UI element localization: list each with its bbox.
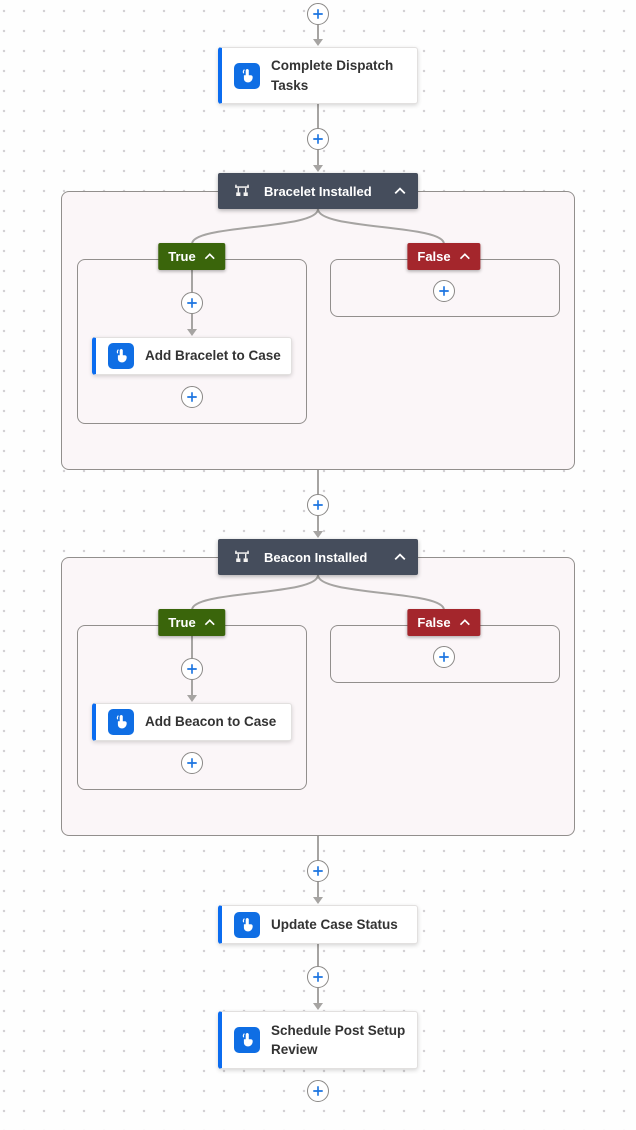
action-card-complete-dispatch-tasks[interactable]: Complete Dispatch Tasks: [218, 47, 418, 104]
action-title: Add Beacon to Case: [145, 714, 277, 730]
plus-icon: [187, 298, 197, 308]
tap-icon: [108, 343, 134, 369]
insert-step-button[interactable]: [181, 292, 203, 314]
chevron-up-icon[interactable]: [460, 619, 471, 626]
action-card-schedule-post-setup-review[interactable]: Schedule Post Setup Review: [218, 1011, 418, 1069]
plus-icon: [187, 664, 197, 674]
plus-icon: [313, 134, 323, 144]
insert-step-button[interactable]: [433, 280, 455, 302]
insert-step-button[interactable]: [181, 658, 203, 680]
plus-icon: [187, 758, 197, 768]
plus-icon: [313, 9, 323, 19]
insert-step-button[interactable]: [433, 646, 455, 668]
branch-label-true[interactable]: True: [158, 243, 226, 270]
insert-step-button[interactable]: [307, 966, 329, 988]
insert-step-button[interactable]: [307, 494, 329, 516]
action-title: Complete Dispatch Tasks: [271, 58, 394, 93]
condition-title: Beacon Installed: [264, 549, 368, 565]
action-card-add-beacon-to-case[interactable]: Add Beacon to Case: [92, 703, 292, 741]
branch-label-text: False: [417, 615, 451, 630]
action-card-add-bracelet-to-case[interactable]: Add Bracelet to Case: [92, 337, 292, 375]
insert-step-button[interactable]: [307, 1080, 329, 1102]
branch-label-false[interactable]: False: [407, 609, 481, 636]
insert-step-button[interactable]: [307, 860, 329, 882]
branch-label-text: True: [168, 249, 196, 264]
chevron-up-icon[interactable]: [394, 187, 406, 195]
plus-icon: [439, 286, 449, 296]
action-title: Add Bracelet to Case: [145, 348, 281, 364]
tap-icon: [234, 62, 260, 89]
chevron-up-icon[interactable]: [205, 619, 216, 626]
plus-icon: [313, 1086, 323, 1096]
action-title: Update Case Status: [271, 916, 398, 932]
condition-card-beacon-installed[interactable]: Beacon Installed: [218, 539, 418, 575]
condition-icon: [234, 549, 250, 565]
chevron-up-icon[interactable]: [205, 253, 216, 260]
insert-step-button[interactable]: [307, 128, 329, 150]
tap-icon: [108, 709, 134, 735]
insert-step-button[interactable]: [181, 386, 203, 408]
condition-icon: [234, 183, 250, 199]
insert-step-button[interactable]: [181, 752, 203, 774]
chevron-up-icon[interactable]: [394, 553, 406, 561]
condition-title: Bracelet Installed: [264, 183, 372, 199]
branch-label-text: True: [168, 615, 196, 630]
tap-icon: [234, 1027, 260, 1053]
branch-label-text: False: [417, 249, 451, 264]
tap-icon: [234, 911, 260, 938]
action-title: Schedule Post Setup Review: [271, 1022, 406, 1057]
plus-icon: [313, 866, 323, 876]
plus-icon: [313, 500, 323, 510]
plus-icon: [313, 972, 323, 982]
condition-card-bracelet-installed[interactable]: Bracelet Installed: [218, 173, 418, 209]
insert-step-button[interactable]: [307, 3, 329, 25]
branch-label-false[interactable]: False: [407, 243, 481, 270]
plus-icon: [187, 392, 197, 402]
chevron-up-icon[interactable]: [460, 253, 471, 260]
plus-icon: [439, 652, 449, 662]
branch-label-true[interactable]: True: [158, 609, 226, 636]
action-card-update-case-status[interactable]: Update Case Status: [218, 905, 418, 944]
